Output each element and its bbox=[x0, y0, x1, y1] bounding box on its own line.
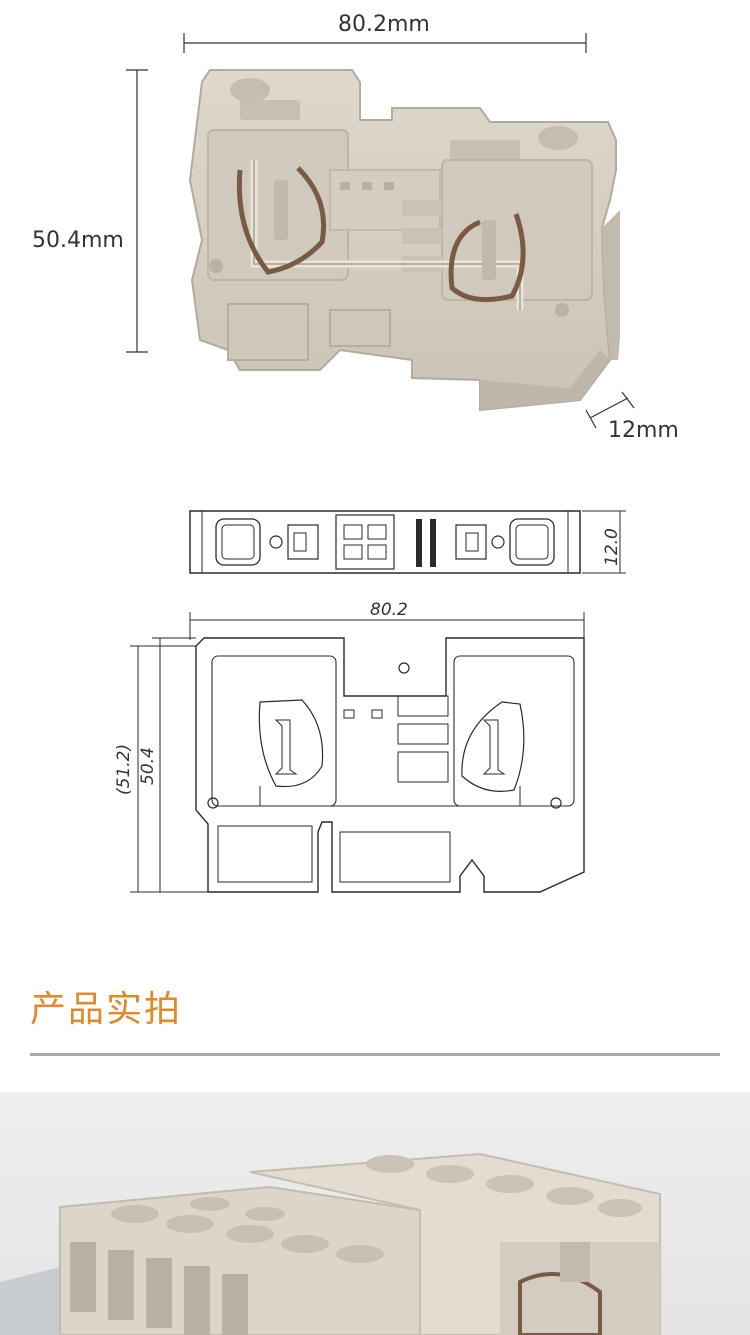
depth-dimension-label: 12mm bbox=[608, 418, 679, 443]
top-view-depth-label: 12.0 bbox=[602, 528, 622, 566]
width-dimension-label: 80.2mm bbox=[338, 12, 430, 37]
section-title: 产品实拍 bbox=[30, 989, 183, 1030]
top-view-drawing bbox=[189, 510, 626, 574]
product-photo bbox=[0, 1092, 750, 1335]
front-view-total-height-label: (51.2) bbox=[114, 743, 134, 795]
terminal-blocks-photo bbox=[0, 1152, 661, 1335]
height-dimension-label: 50.4mm bbox=[32, 228, 124, 253]
section-divider bbox=[30, 1053, 720, 1056]
dimension-lines bbox=[126, 33, 635, 429]
front-view-height-label: 50.4 bbox=[138, 747, 158, 785]
front-view-drawing bbox=[130, 612, 585, 893]
front-view-width-label: 80.2 bbox=[370, 600, 408, 620]
terminal-block-product-image bbox=[188, 69, 620, 412]
